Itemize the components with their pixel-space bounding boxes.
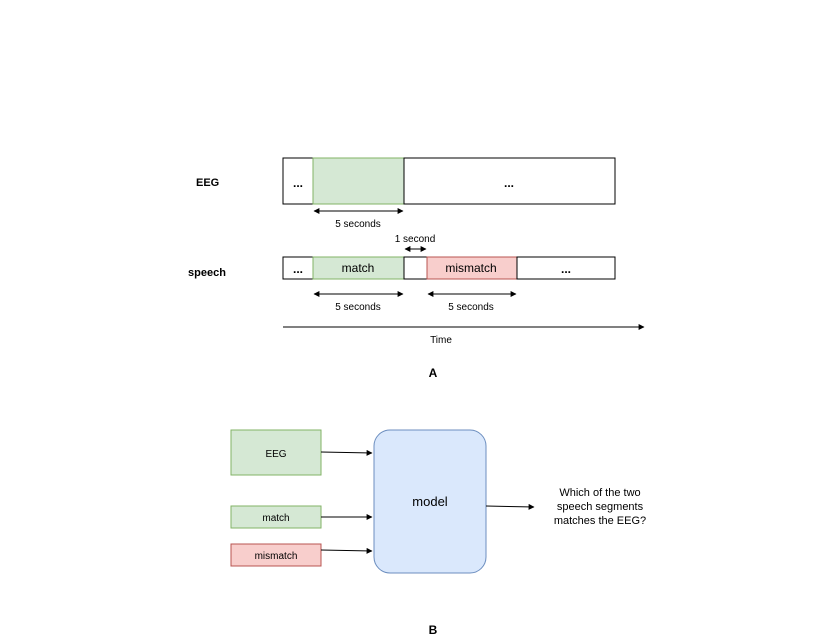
mismatch-input-label: mismatch [255, 551, 298, 562]
time-axis-label: Time [430, 335, 452, 346]
eeg-leading-ellipsis: ... [293, 176, 303, 190]
eeg-leading-segment [282, 157, 314, 205]
eeg-trailing-ellipsis: ... [504, 176, 514, 190]
match-segment-label: match [342, 261, 375, 275]
eeg-input-label: EEG [265, 449, 286, 460]
speech-leading-ellipsis: ... [293, 262, 303, 276]
mismatch-duration-label: 5 seconds [448, 302, 494, 313]
speech-row-label: speech [188, 267, 226, 279]
mismatch-input-box [230, 543, 322, 567]
eeg-window-segment [312, 157, 405, 205]
eeg-trailing-segment [403, 157, 616, 205]
speech-trailing-segment [516, 256, 616, 280]
output-question-line-3: matches the EEG? [554, 515, 646, 527]
match-input-label: match [262, 513, 289, 524]
speech-trailing-ellipsis: ... [561, 262, 571, 276]
panel-b-label: B [429, 623, 438, 637]
model-to-output-arrow [485, 503, 535, 510]
model-box [373, 429, 487, 574]
output-question-line-2: speech segments [557, 501, 644, 513]
eeg-to-model-arrow [320, 449, 373, 456]
model-label: model [412, 494, 448, 509]
mismatch-to-model-arrow [320, 547, 373, 554]
panel-a-label: A [429, 366, 438, 380]
gap-duration-label: 1 second [395, 234, 436, 245]
mismatch-segment-label: mismatch [445, 261, 496, 275]
eeg-input-box [230, 429, 322, 476]
output-question-line-1: Which of the two [559, 487, 640, 499]
match-duration-label: 5 seconds [335, 302, 381, 313]
gap-segment [403, 256, 428, 280]
eeg-row-label: EEG [196, 177, 219, 189]
eeg-duration-label: 5 seconds [335, 219, 381, 230]
